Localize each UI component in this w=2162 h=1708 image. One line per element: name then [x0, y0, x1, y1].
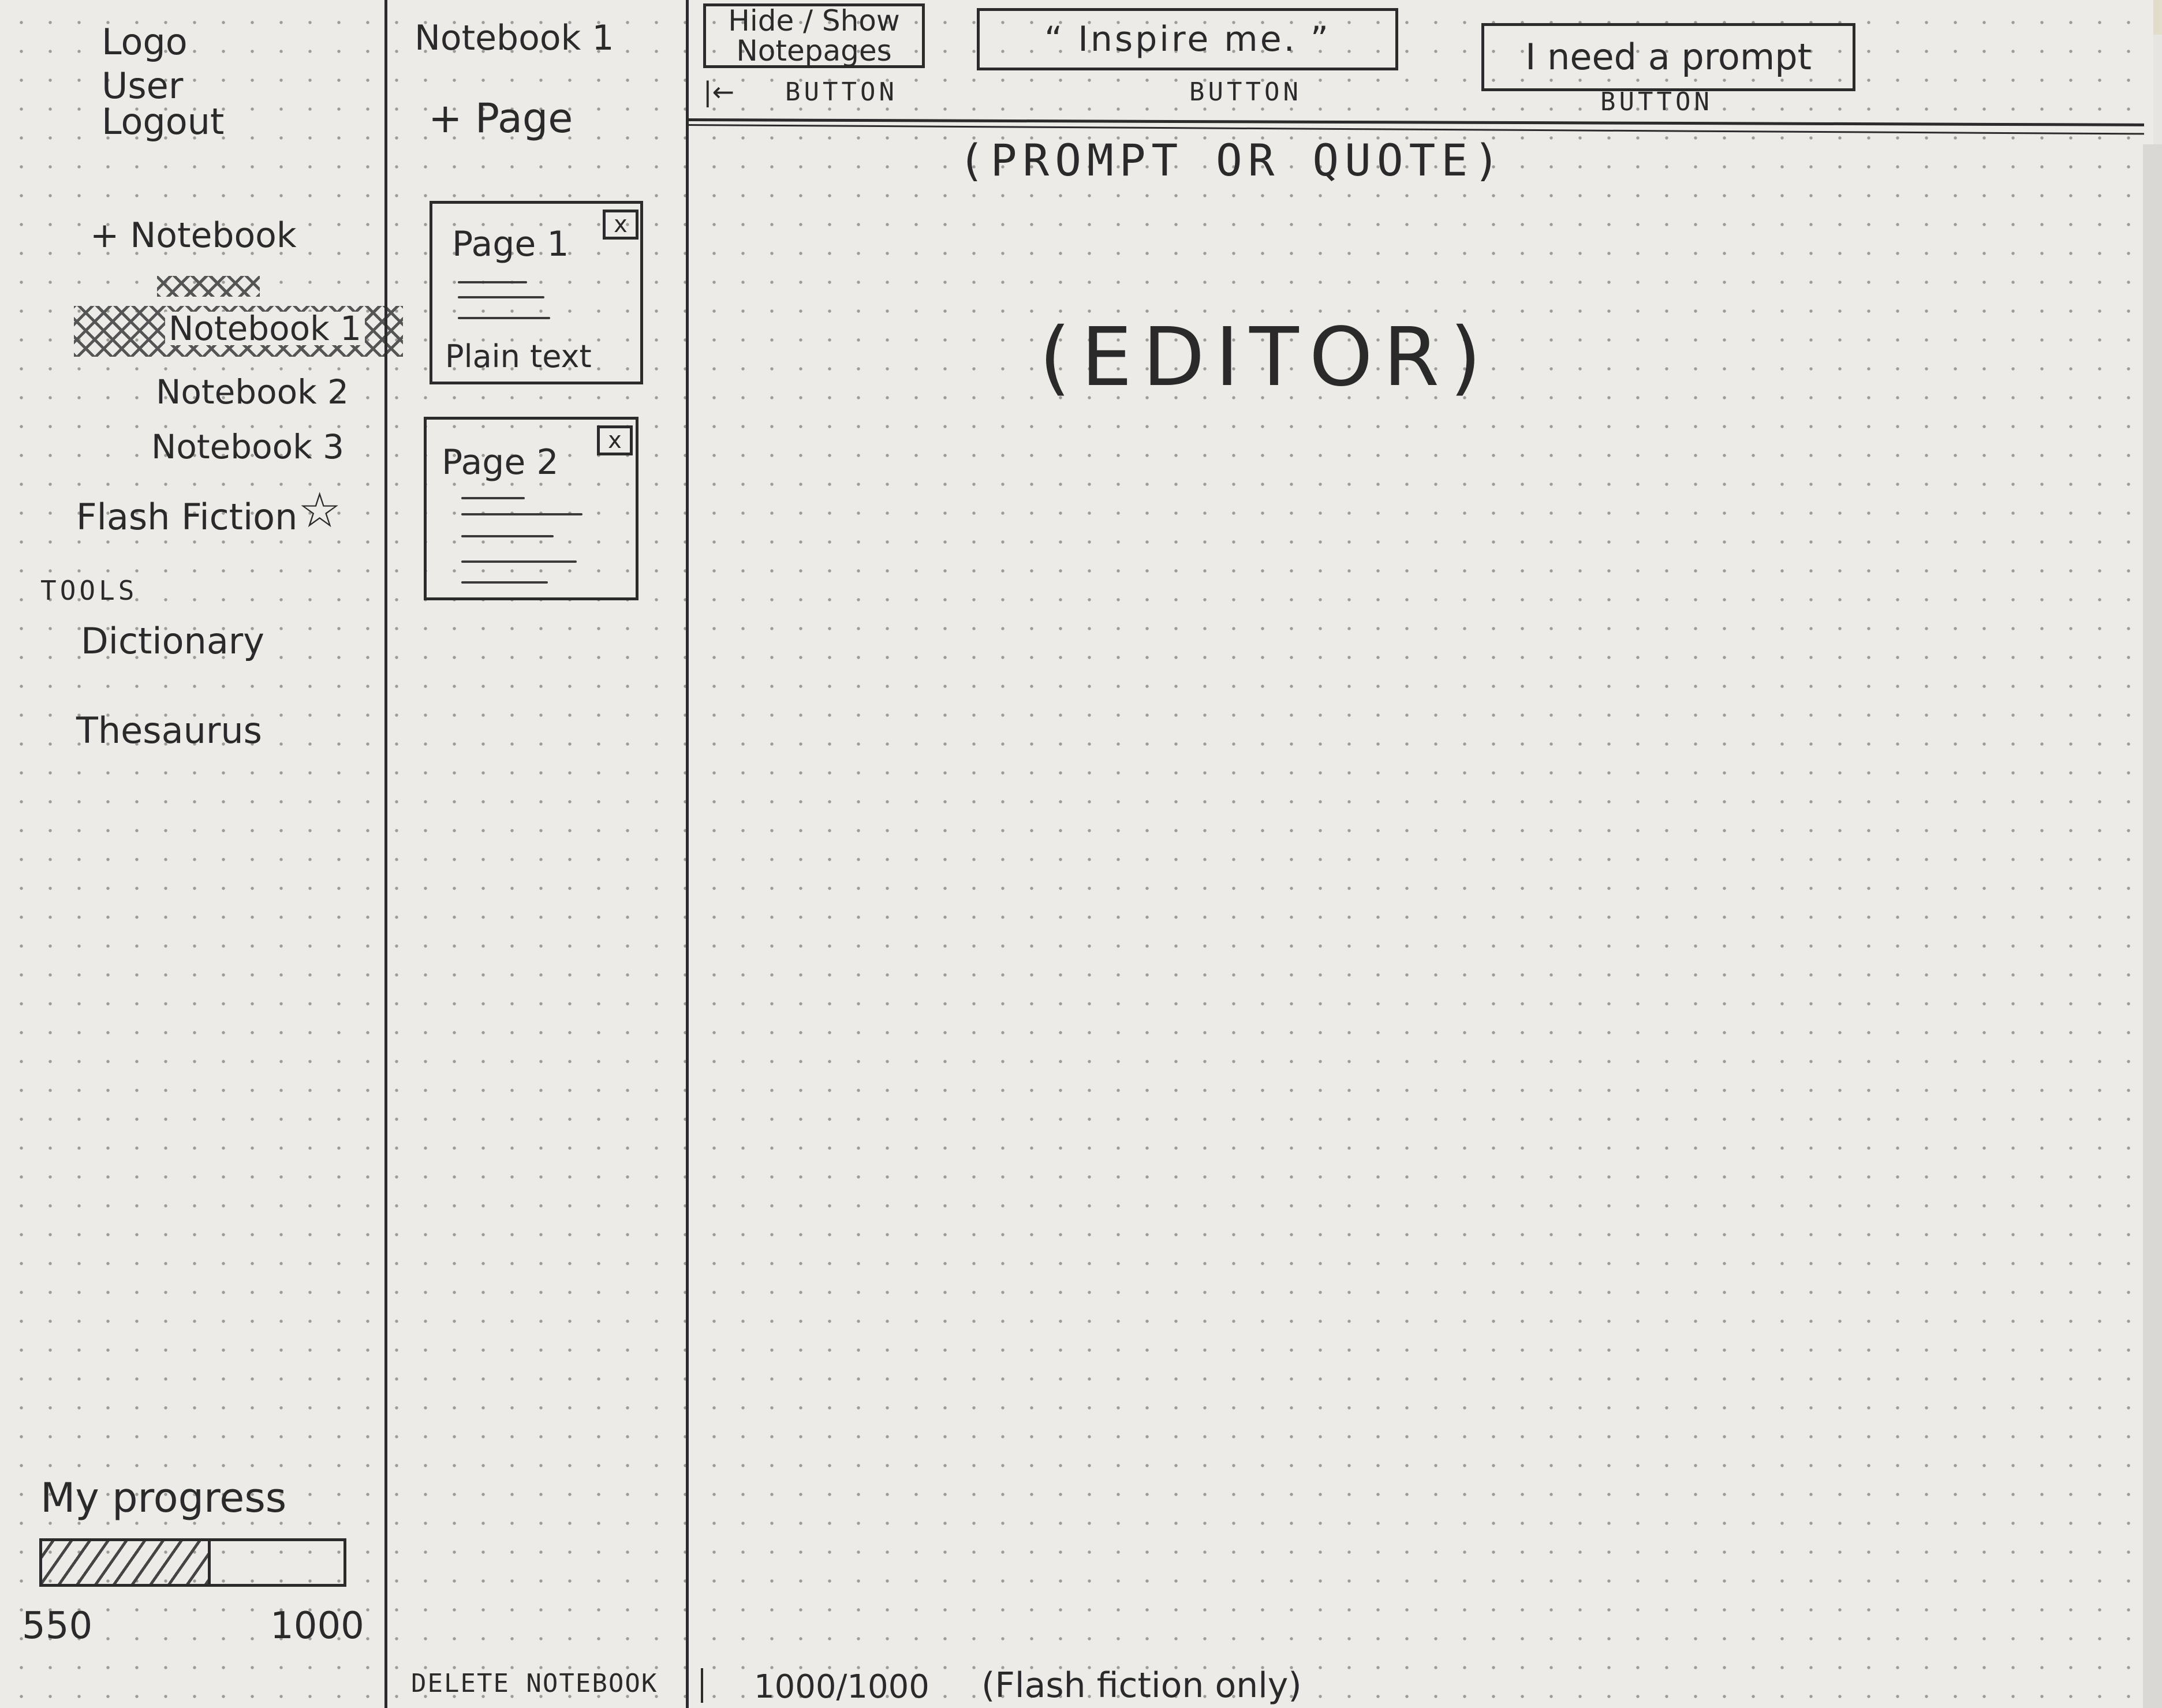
- collapse-arrow-icon[interactable]: |←: [703, 76, 735, 107]
- inspire-me-label: “ Inspire me. ”: [1044, 18, 1331, 59]
- text-line: [458, 281, 527, 283]
- sidebar-divider: [384, 0, 387, 1708]
- notebook-item-3[interactable]: Notebook 3: [151, 427, 345, 466]
- progress-bar-fill: [42, 1541, 211, 1584]
- inspire-me-button[interactable]: “ Inspire me. ”: [977, 8, 1398, 70]
- text-line: [461, 497, 525, 499]
- text-line: [458, 317, 550, 319]
- hide-show-caption: BUTTON: [785, 77, 898, 107]
- text-line: [458, 296, 544, 298]
- tools-heading: TOOLS: [40, 575, 138, 606]
- thesaurus-link[interactable]: Thesaurus: [76, 709, 262, 752]
- notebook-title: Notebook 1: [415, 18, 614, 58]
- text-line: [461, 560, 577, 563]
- close-page-icon[interactable]: x: [597, 425, 633, 455]
- prompt-or-quote-area: (PROMPT OR QUOTE): [958, 134, 1506, 186]
- need-prompt-button[interactable]: I need a prompt: [1481, 23, 1855, 91]
- progress-bar: [39, 1538, 346, 1587]
- add-notebook-button[interactable]: + Notebook: [90, 215, 297, 256]
- editor-area[interactable]: (EDITOR): [1039, 311, 1492, 405]
- page-card-title: Page 1: [452, 224, 569, 264]
- close-page-icon[interactable]: x: [603, 210, 638, 240]
- text-line: [461, 581, 548, 584]
- flash-fiction-link[interactable]: Flash Fiction: [76, 496, 298, 538]
- hide-show-notepages-label: Hide / Show Notepages: [728, 3, 900, 68]
- progress-current-value: 550: [22, 1605, 93, 1647]
- footer-divider: [701, 1668, 703, 1703]
- pages-divider: [686, 0, 689, 1708]
- inspire-me-caption: BUTTON: [1189, 77, 1302, 107]
- hide-show-notepages-button[interactable]: Hide / Show Notepages: [703, 3, 925, 68]
- page-card-subtitle: Plain text: [445, 338, 592, 375]
- progress-label: My progress: [40, 1474, 287, 1522]
- star-icon: ☆: [298, 482, 342, 539]
- notebook-item-2[interactable]: Notebook 2: [156, 372, 349, 412]
- word-count: 1000/1000: [754, 1668, 929, 1706]
- toolbar-divider-2: [685, 124, 2144, 135]
- page-card-2[interactable]: Page 2 x: [424, 417, 638, 600]
- word-count-note: (Flash fiction only): [981, 1665, 1302, 1706]
- page-card-1[interactable]: Page 1 Plain text x: [430, 201, 643, 384]
- scribbled-entry: [157, 276, 260, 297]
- need-prompt-label: I need a prompt: [1525, 36, 1812, 79]
- need-prompt-caption: BUTTON: [1600, 87, 1713, 117]
- dictionary-link[interactable]: Dictionary: [81, 620, 264, 662]
- logo[interactable]: Logo: [102, 21, 188, 63]
- page-card-title: Page 2: [442, 442, 559, 483]
- text-line: [461, 513, 582, 515]
- add-page-button[interactable]: + Page: [428, 95, 573, 142]
- notebook-item-1[interactable]: Notebook 1: [165, 312, 365, 345]
- progress-max-value: 1000: [270, 1605, 364, 1647]
- user-link[interactable]: User: [102, 65, 184, 107]
- delete-notebook-button[interactable]: DELETE NOTEBOOK: [411, 1669, 658, 1698]
- text-line: [461, 535, 554, 537]
- paper-edge: [2143, 144, 2162, 1708]
- logout-link[interactable]: Logout: [102, 100, 225, 143]
